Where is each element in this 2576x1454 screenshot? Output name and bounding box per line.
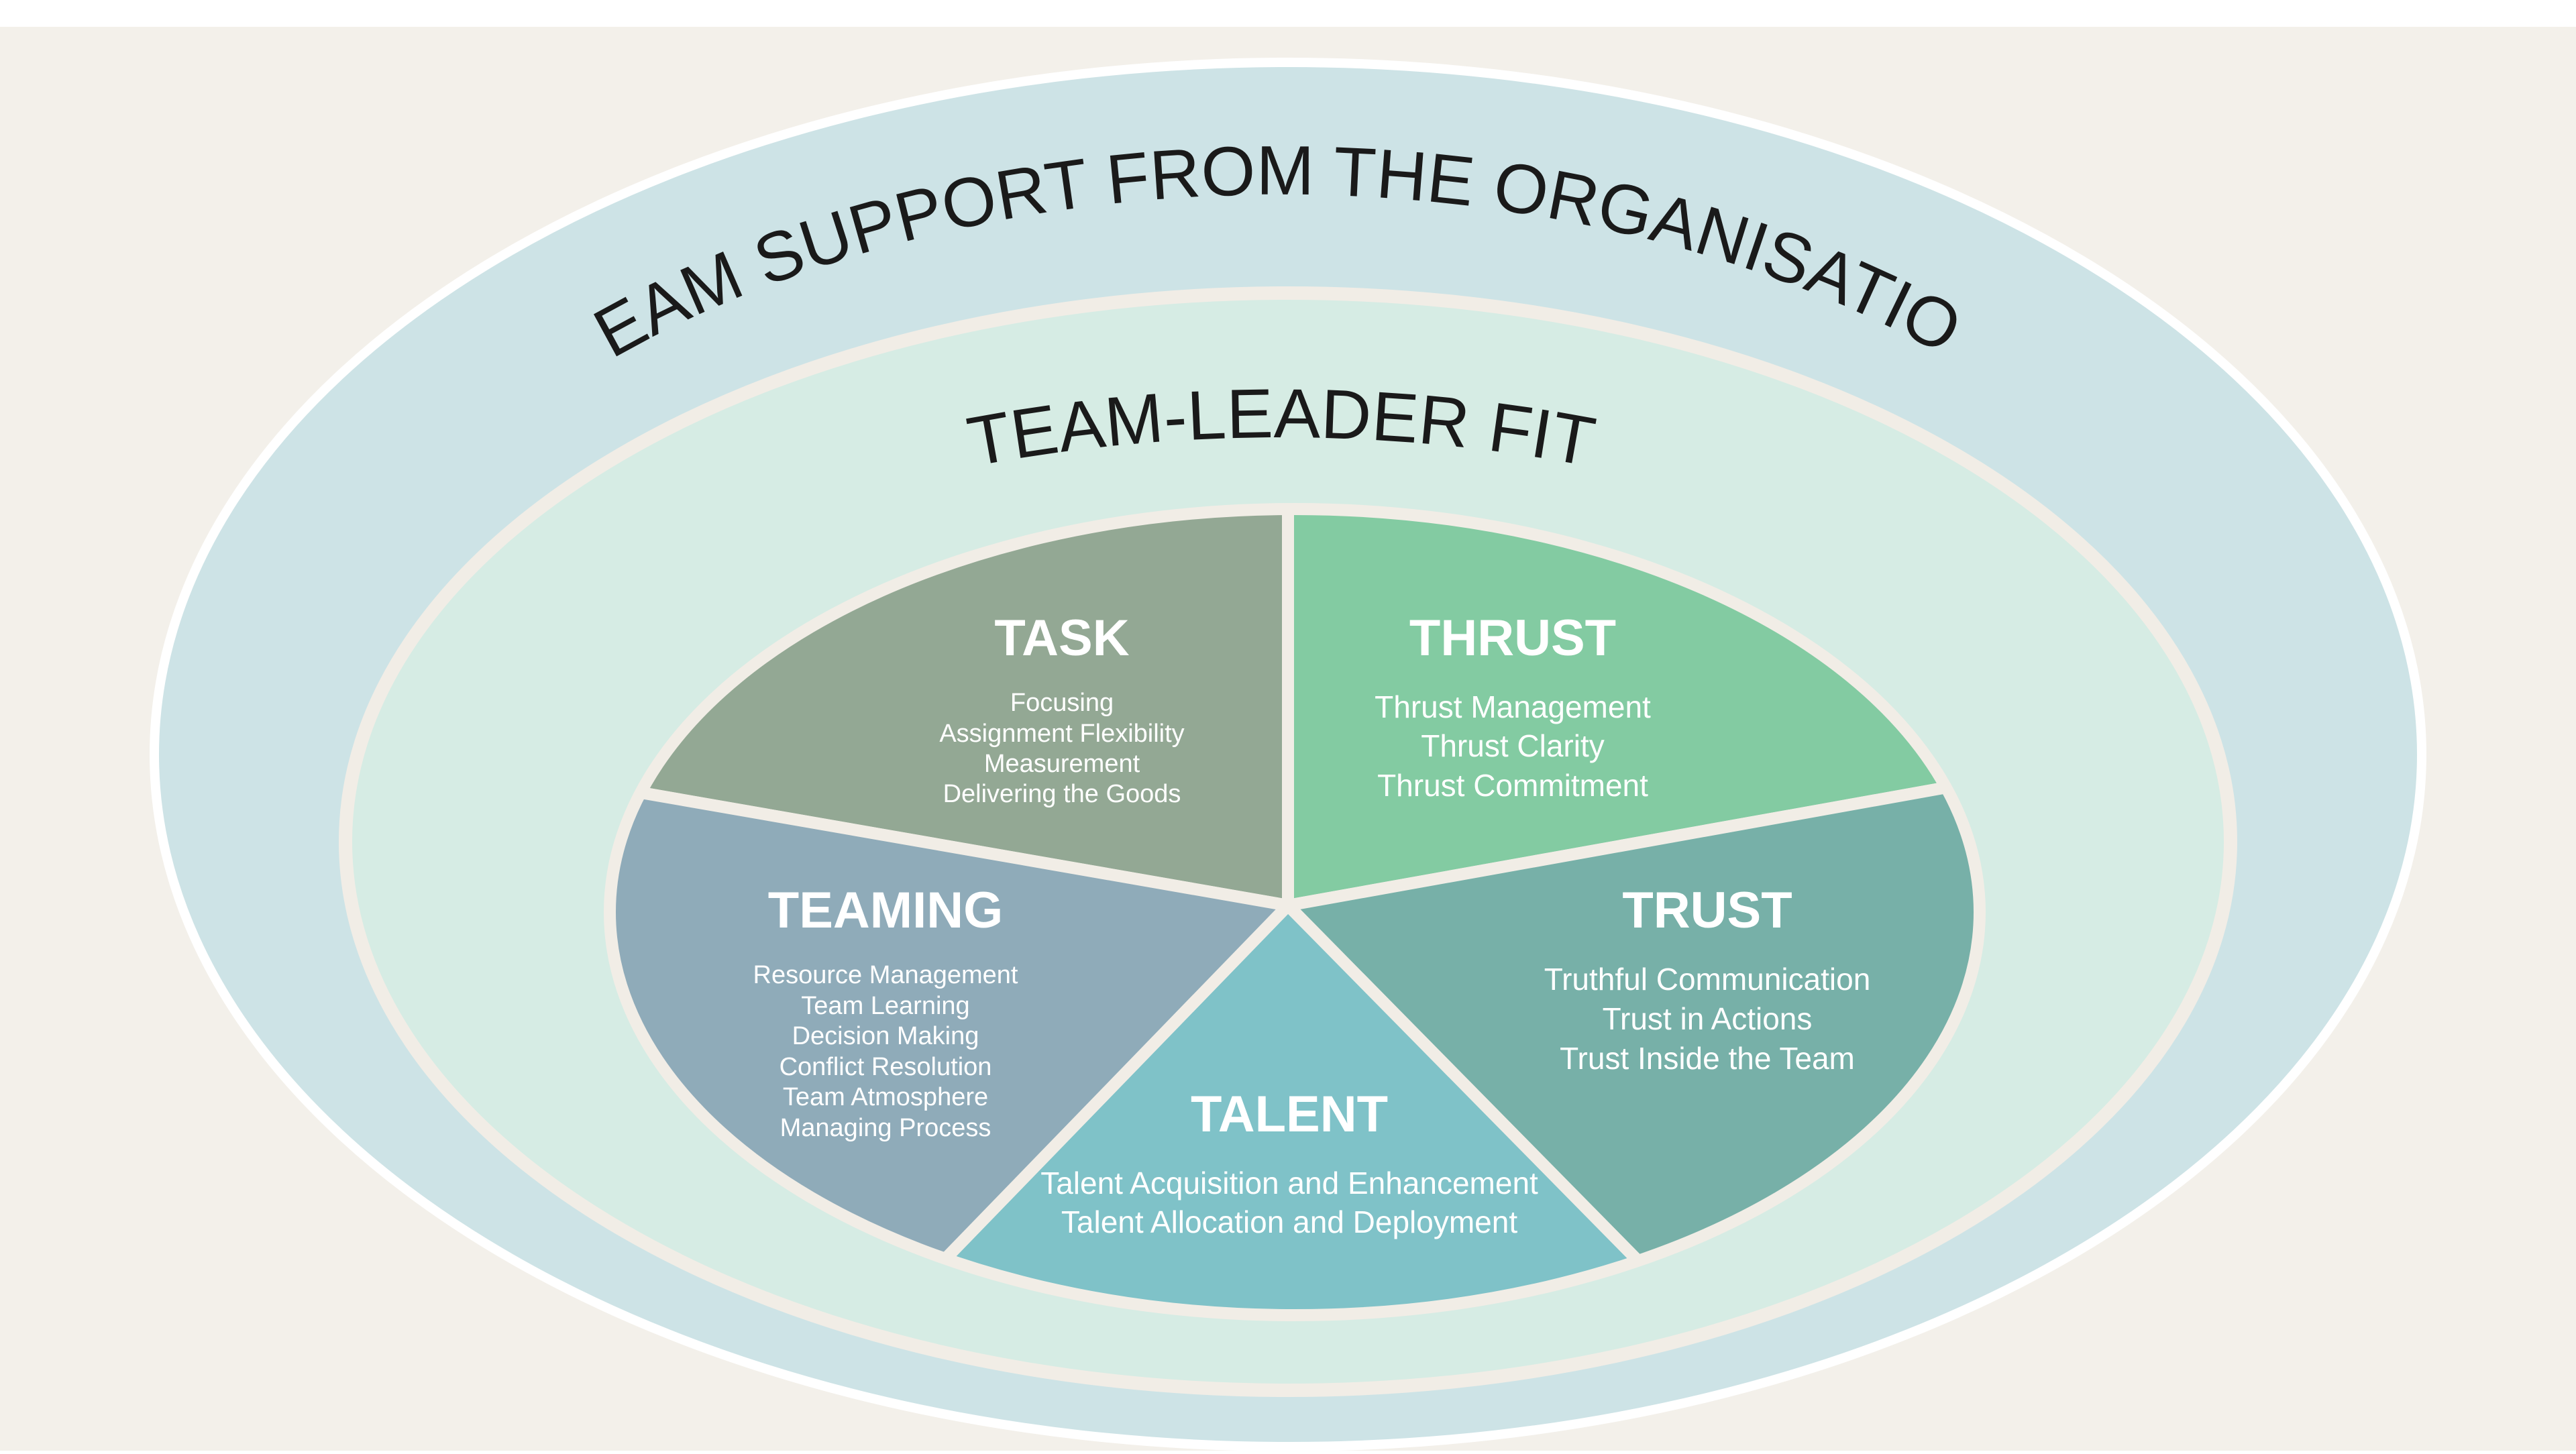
thrust-title: THRUST — [1409, 610, 1616, 667]
task-title: TASK — [994, 610, 1129, 667]
thrust-item: Thrust Clarity — [1421, 728, 1604, 763]
teaming-item: Managing Process — [780, 1114, 991, 1142]
teaming-item: Team Learning — [801, 992, 969, 1020]
thrust-item: Thrust Management — [1375, 689, 1651, 724]
talent-item: Talent Acquisition and Enhancement — [1040, 1166, 1538, 1200]
thrust-labels: THRUST Thrust Management Thrust Clarity … — [1375, 610, 1651, 803]
task-item: Focusing — [1010, 689, 1114, 717]
teaming-item: Conflict Resolution — [780, 1053, 992, 1081]
trust-item: Trust in Actions — [1603, 1001, 1813, 1036]
trust-item: Truthful Communication — [1544, 962, 1871, 997]
task-item: Measurement — [984, 750, 1140, 778]
talent-item: Talent Allocation and Deployment — [1061, 1205, 1517, 1239]
trust-item: Trust Inside the Team — [1560, 1041, 1855, 1076]
inner-pie-border — [605, 504, 1984, 1320]
trust-title: TRUST — [1622, 882, 1792, 939]
teaming-title: TEAMING — [768, 882, 1003, 939]
thrust-item: Thrust Commitment — [1377, 768, 1648, 803]
trust-labels: TRUST Truthful Communication Trust in Ac… — [1544, 882, 1871, 1076]
teaming-item: Team Atmosphere — [783, 1083, 988, 1111]
top-strip — [0, 0, 2576, 27]
teaming-item: Resource Management — [753, 961, 1018, 989]
task-item: Delivering the Goods — [943, 780, 1181, 808]
teaming-labels: TEAMING Resource Management Team Learnin… — [753, 882, 1018, 1142]
task-item: Assignment Flexibility — [939, 720, 1184, 748]
task-labels: TASK Focusing Assignment Flexibility Mea… — [939, 610, 1184, 808]
talent-title: TALENT — [1191, 1086, 1388, 1143]
talent-labels: TALENT Talent Acquisition and Enhancemen… — [1040, 1086, 1538, 1239]
teaming-item: Decision Making — [792, 1022, 979, 1050]
